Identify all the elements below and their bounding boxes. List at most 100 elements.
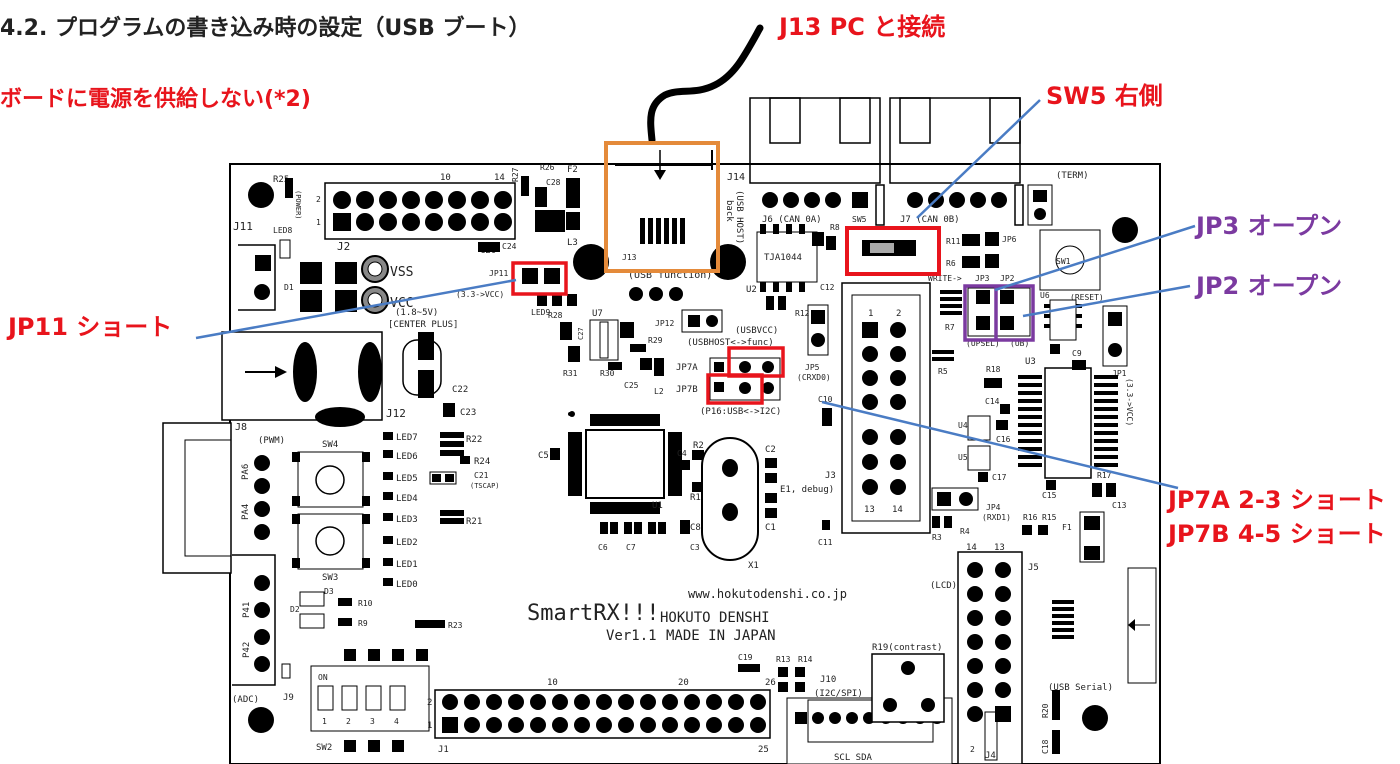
tact-switches: SW4 SW3	[292, 440, 370, 583]
svg-text:4: 4	[394, 717, 399, 726]
svg-text:13: 13	[864, 505, 875, 515]
svg-text:(1.8~5V): (1.8~5V)	[395, 308, 438, 318]
svg-text:14: 14	[494, 173, 505, 183]
svg-text:R2: R2	[693, 441, 704, 451]
svg-text:2: 2	[427, 698, 432, 708]
svg-text:(P16:USB<->I2C): (P16:USB<->I2C)	[700, 407, 781, 417]
right-middle-components: U3 C9 R18 C14 U4 C16 U5 C17 C15	[931, 349, 1127, 563]
svg-text:JP4: JP4	[986, 503, 1001, 512]
svg-text:C9: C9	[1072, 349, 1082, 358]
svg-text:J14: J14	[727, 172, 745, 183]
svg-text:(TSCAP): (TSCAP)	[470, 482, 500, 490]
svg-text:LED4: LED4	[396, 494, 418, 504]
svg-text:P42: P42	[242, 642, 252, 658]
svg-text:J3: J3	[825, 471, 836, 481]
board-maker: HOKUTO DENSHI	[660, 610, 770, 626]
svg-text:ON: ON	[318, 673, 328, 682]
svg-text:(UB): (UB)	[1010, 339, 1029, 348]
svg-text:C24: C24	[502, 242, 517, 251]
svg-text:R16: R16	[1023, 513, 1038, 522]
svg-text:F2: F2	[567, 165, 578, 175]
board-origin: MADE IN JAPAN	[666, 628, 776, 644]
svg-text:3: 3	[370, 717, 375, 726]
svg-text:PA6: PA6	[241, 464, 251, 480]
jp7b-highlight	[706, 373, 764, 405]
svg-text:R3: R3	[932, 533, 942, 542]
svg-text:R22: R22	[466, 435, 482, 445]
svg-text:D3: D3	[324, 587, 334, 596]
svg-text:C28: C28	[546, 178, 561, 187]
svg-text:R27: R27	[511, 167, 520, 182]
svg-text:1: 1	[322, 717, 327, 726]
svg-text:LED6: LED6	[396, 452, 418, 462]
svg-text:PA4: PA4	[241, 504, 251, 520]
power-jack-j12: J12 C22 C23	[221, 331, 476, 427]
svg-text:J4: J4	[985, 751, 996, 761]
svg-text:C14: C14	[985, 397, 1000, 406]
svg-text:C10: C10	[818, 395, 833, 404]
svg-text:SW2: SW2	[316, 743, 332, 753]
svg-text:(USBHOST<->func): (USBHOST<->func)	[687, 338, 774, 348]
svg-text:J5: J5	[1028, 563, 1039, 573]
center-components: U7 C27 R31 R29 R30 C25 L2 JP12 (USBVCC) …	[538, 304, 834, 571]
svg-text:L3: L3	[567, 238, 578, 248]
svg-text:C25: C25	[624, 381, 639, 390]
svg-text:C2: C2	[765, 445, 776, 455]
svg-text:C6: C6	[598, 543, 608, 552]
svg-text:R30: R30	[600, 369, 615, 378]
svg-text:LED0: LED0	[396, 580, 418, 590]
svg-text:1: 1	[427, 721, 432, 731]
svg-text:R28: R28	[548, 311, 563, 320]
svg-text:SW5: SW5	[852, 215, 867, 224]
power-note: ボードに電源を供給しない(*2)	[0, 86, 311, 112]
board-url: www.hokutodenshi.co.jp	[688, 587, 847, 601]
svg-text:JP6: JP6	[1002, 235, 1017, 244]
svg-text:R18: R18	[986, 365, 1001, 374]
svg-text:R19(contrast): R19(contrast)	[872, 643, 942, 653]
svg-text:F1: F1	[1062, 523, 1072, 532]
svg-text:SW4: SW4	[322, 440, 338, 450]
svg-text:C5: C5	[538, 451, 549, 461]
svg-text:R13: R13	[776, 655, 791, 664]
annotation-j13: J13 PC と接続	[777, 13, 945, 41]
svg-text:C1: C1	[765, 523, 776, 533]
svg-text:R5: R5	[938, 367, 948, 376]
svg-text:U2: U2	[746, 285, 757, 295]
j13-highlight	[604, 141, 720, 273]
annotation-jp2: JP2 オープン	[1194, 272, 1342, 300]
svg-text:(I2C/SPI): (I2C/SPI)	[814, 689, 863, 699]
svg-text:E1, debug): E1, debug)	[780, 485, 834, 495]
svg-text:LED8: LED8	[273, 226, 292, 235]
svg-text:LED9: LED9	[531, 308, 550, 317]
svg-text:C15: C15	[1042, 491, 1057, 500]
svg-text:J11: J11	[233, 220, 253, 233]
annotation-jp11: JP11 ショート	[6, 313, 172, 341]
j1-header: 10 20 26 25 2 1 J1	[427, 678, 776, 755]
svg-text:L2: L2	[654, 387, 664, 396]
svg-text:D2: D2	[290, 605, 300, 614]
svg-text:R10: R10	[358, 599, 373, 608]
svg-text:J9: J9	[283, 693, 294, 703]
svg-text:R14: R14	[798, 655, 813, 664]
svg-text:back: back	[724, 200, 734, 222]
svg-text:C13: C13	[1112, 501, 1127, 510]
board-version: Ver1.1	[606, 628, 657, 644]
svg-text:U1: U1	[652, 501, 663, 511]
svg-text:U5: U5	[958, 453, 968, 462]
svg-text:(USB Serial): (USB Serial)	[1048, 683, 1113, 693]
svg-text:R1: R1	[690, 493, 701, 503]
svg-text:(CRXD0): (CRXD0)	[797, 373, 831, 382]
svg-text:R23: R23	[448, 621, 463, 630]
j5-lcd-header: 14 13 (LCD) J5 2 J4 (USB Serial) R20 C18	[930, 543, 1157, 764]
silkscreen-branding: www.hokutodenshi.co.jp SmartRX!!! HOKUTO…	[527, 587, 847, 644]
svg-text:C8: C8	[690, 523, 701, 533]
right-top-components: TJA1044 U2 C12 R12 R8 SW5 R11 JP6 R6 SW1…	[746, 215, 1134, 426]
svg-text:(RESET): (RESET)	[1070, 293, 1104, 302]
svg-text:1: 1	[868, 309, 873, 319]
svg-text:JP7A: JP7A	[676, 363, 698, 373]
svg-text:LED2: LED2	[396, 538, 418, 548]
svg-text:R29: R29	[648, 336, 663, 345]
svg-text:(3.3->VCC): (3.3->VCC)	[456, 290, 504, 299]
svg-text:J2: J2	[337, 240, 350, 253]
